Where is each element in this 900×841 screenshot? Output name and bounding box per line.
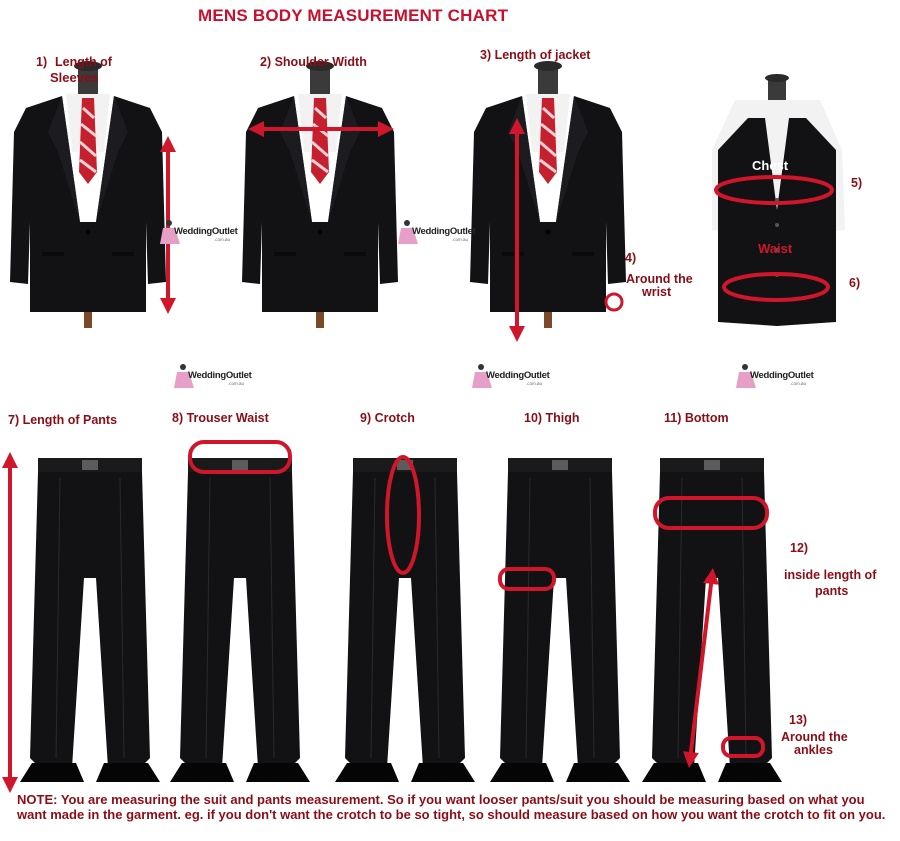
label-4-text-b: wrist bbox=[642, 285, 672, 299]
thigh-loop bbox=[498, 567, 556, 591]
pants-figure-8 bbox=[169, 457, 311, 783]
label-13-text-a: Around the bbox=[781, 730, 848, 744]
pants-figure-11 bbox=[641, 457, 783, 783]
label-1-text-b: Sleeves bbox=[50, 70, 99, 85]
label-9: 9) Crotch bbox=[360, 411, 415, 425]
label-4-number: 4) bbox=[625, 251, 637, 265]
waist-loop bbox=[722, 272, 830, 302]
bride-logo-icon bbox=[174, 364, 194, 388]
label-8: 8) Trouser Waist bbox=[172, 411, 269, 425]
jacket-figure-2 bbox=[240, 59, 400, 330]
chart-title: MENS BODY MEASUREMENT CHART bbox=[198, 6, 509, 25]
label-11: 11) Bottom bbox=[664, 411, 729, 425]
crotch-loop bbox=[385, 455, 421, 575]
wrist-loop bbox=[604, 292, 624, 312]
pants-figure-7 bbox=[19, 457, 161, 783]
pants-figure-10 bbox=[489, 457, 631, 783]
label-1-text-a: Length of bbox=[55, 55, 112, 69]
bride-logo-icon bbox=[398, 220, 418, 244]
bride-logo-icon bbox=[472, 364, 492, 388]
bottom-loop bbox=[653, 496, 769, 530]
label-2: 2) Shoulder Width bbox=[260, 55, 367, 69]
trouser-waist-loop bbox=[188, 440, 292, 474]
label-13-text-b: ankles bbox=[794, 743, 833, 757]
label-5-text: Chest bbox=[752, 158, 789, 173]
bride-logo-icon bbox=[736, 364, 756, 388]
jacket-figure-3 bbox=[468, 59, 628, 330]
label-3: 3) Length of jacket bbox=[480, 48, 591, 62]
label-6-text: Waist bbox=[758, 241, 793, 256]
jacket-figure-1 bbox=[8, 59, 168, 330]
label-12-text-b: pants bbox=[815, 584, 849, 598]
chest-loop bbox=[714, 175, 834, 205]
label-4-text-a: Around the bbox=[626, 272, 693, 286]
measurement-note: NOTE: You are measuring the suit and pan… bbox=[17, 792, 886, 822]
inside-length-arrow bbox=[683, 568, 719, 768]
label-5-number: 5) bbox=[851, 176, 863, 190]
ankle-loop bbox=[721, 736, 765, 758]
label-12-number: 12) bbox=[790, 541, 809, 555]
label-7: 7) Length of Pants bbox=[8, 413, 118, 427]
label-12-text-a: inside length of bbox=[784, 568, 877, 582]
label-1-number: 1) bbox=[36, 55, 48, 69]
pants-figure-9 bbox=[334, 457, 476, 783]
bride-logo-icon bbox=[160, 220, 180, 244]
label-6-number: 6) bbox=[849, 276, 861, 290]
label-13-number: 13) bbox=[789, 713, 808, 727]
label-10: 10) Thigh bbox=[524, 411, 580, 425]
